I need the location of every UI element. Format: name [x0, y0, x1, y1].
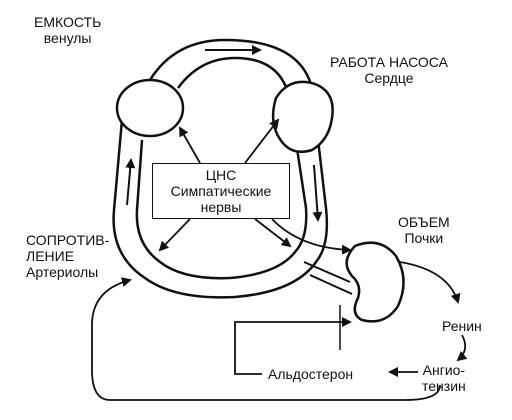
cns-line-2: Симпатические [170, 183, 272, 199]
capacity-label: ЕМКОСТЬ венулы [34, 14, 101, 46]
pump-title: РАБОТА НАСОСА [330, 54, 448, 70]
renin-label: Ренин [442, 318, 482, 334]
angiotensin-line-1: Ангио- [422, 362, 466, 378]
pump-label: РАБОТА НАСОСА Сердце [330, 54, 448, 86]
kidney-shape [345, 241, 405, 323]
arrow-renin-to-angiotensin [456, 334, 468, 362]
flow-arrow-left [125, 158, 136, 206]
vessel-inner-wall [135, 56, 308, 280]
venules-bulb [115, 78, 185, 138]
cns-arrow-to-kidney [271, 218, 352, 255]
cns-arrow-to-venules [179, 126, 201, 164]
arrow-aldosterone-to-kidney [234, 317, 352, 375]
resistance-label: СОПРОТИВ- ЛЕНИЕ Артериолы [26, 232, 109, 280]
pump-subtitle: Сердце [364, 70, 414, 86]
volume-subtitle: Почки [404, 230, 444, 246]
capacity-title: ЕМКОСТЬ [34, 14, 102, 30]
angiotensin-line-2: тензин [422, 378, 466, 394]
cns-arrow-to-vessel-right [254, 218, 292, 248]
arrow-kidney-to-renin [399, 261, 461, 304]
resistance-line-1: СОПРОТИВ- [26, 232, 110, 248]
cns-arrow-to-arterioles [158, 218, 191, 252]
renal-vessel-1 [303, 261, 351, 283]
resistance-subtitle: Артериолы [26, 264, 99, 280]
cns-arrow-to-heart [244, 118, 280, 164]
flow-arrow-right [312, 164, 323, 222]
volume-title: ОБЪЕМ [398, 214, 450, 230]
volume-label: ОБЪЕМ Почки [398, 214, 450, 246]
resistance-line-2: ЛЕНИЕ [26, 248, 75, 264]
renal-vessel-2 [309, 274, 353, 295]
cns-line-3: нервы [200, 199, 242, 215]
cns-box: ЦНС Симпатические нервы [152, 163, 290, 219]
capacity-subtitle: венулы [43, 30, 92, 46]
arrow-angiotensin-to-arterioles [91, 277, 441, 401]
cns-line-1: ЦНС [205, 167, 237, 183]
vessel-outer-wall [112, 38, 329, 299]
aldosterone-label: Альдостерон [268, 366, 354, 382]
angiotensin-label: Ангио- тензин [422, 362, 466, 394]
heart-shape [271, 80, 334, 153]
